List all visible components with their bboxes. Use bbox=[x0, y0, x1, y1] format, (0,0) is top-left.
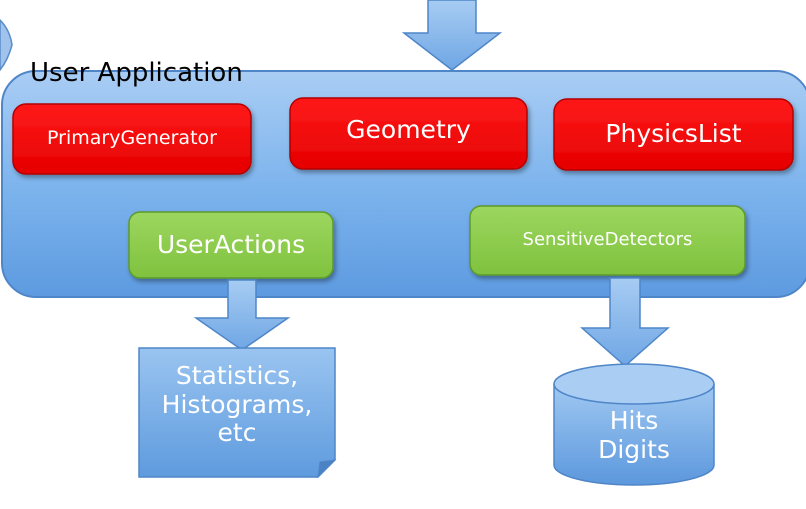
partial-left-shape bbox=[0, 18, 13, 72]
sensitive-detectors-label: SensitiveDetectors bbox=[522, 229, 693, 251]
primary-generator-label: PrimaryGenerator bbox=[47, 127, 217, 150]
physics-list-label: PhysicsList bbox=[605, 119, 742, 149]
hits-label: Hits Digits bbox=[554, 404, 714, 468]
user-actions-box bbox=[128, 211, 334, 279]
user-actions-label: UserActions bbox=[156, 229, 306, 259]
geometry-box bbox=[289, 97, 528, 170]
sensitive-detectors-output-arrow bbox=[580, 277, 670, 368]
document-folded-corner bbox=[317, 459, 337, 479]
statistics-line-1: Statistics, bbox=[175, 360, 299, 390]
hits-line-2: Digits bbox=[598, 435, 670, 464]
user-actions-output-arrow bbox=[193, 279, 291, 351]
geometry-label: Geometry bbox=[346, 115, 471, 144]
physics-list-box bbox=[553, 98, 794, 171]
hits-database-top bbox=[553, 363, 715, 405]
primary-generator-box bbox=[12, 103, 252, 175]
user-application-title: User Application bbox=[30, 58, 243, 89]
statistics-label: Statistics, Histograms, etc bbox=[139, 350, 335, 460]
hits-database-body bbox=[553, 384, 715, 486]
statistics-line-3: etc bbox=[217, 418, 257, 448]
sensitive-detectors-box bbox=[469, 205, 746, 276]
hits-line-1: Hits bbox=[609, 406, 659, 436]
input-arrow bbox=[401, 0, 503, 71]
statistics-line-2: Histograms, bbox=[161, 389, 313, 419]
